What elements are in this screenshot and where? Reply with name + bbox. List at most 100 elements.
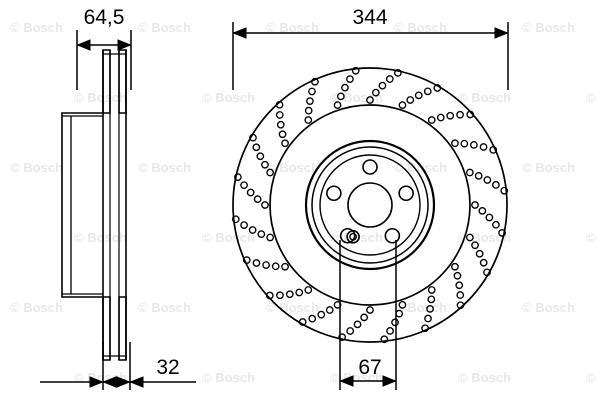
watermark-text: © Bosch	[10, 160, 63, 175]
watermark-text: © Bosch	[10, 300, 63, 315]
cooling-drill-hole	[394, 69, 402, 77]
cooling-drill-hole	[266, 233, 275, 242]
cooling-drill-hole	[366, 306, 374, 314]
cooling-drill-hole	[485, 213, 494, 222]
cooling-drill-hole	[451, 139, 459, 148]
dimension-thickness-overall: 64,5	[76, 6, 132, 90]
cooling-drill-hole	[456, 291, 465, 299]
cooling-drill-hole	[240, 221, 248, 229]
cooling-drill-hole	[460, 139, 469, 148]
watermark-text: © Bosch	[522, 20, 575, 35]
watermark-text: © Bosch	[202, 370, 255, 385]
watermark-text: © Bosch	[586, 230, 600, 245]
cooling-drill-hole	[308, 314, 317, 323]
dimension-annotations: 64,5 32 344 67	[40, 6, 509, 390]
cooling-drill-hole	[275, 100, 284, 109]
cooling-drill-hole	[371, 88, 380, 97]
cooling-drill-hole	[471, 241, 479, 250]
dimension-friction-ring-thickness: 32	[40, 342, 196, 390]
cooling-drill-hole	[252, 143, 261, 152]
cooling-drill-hole	[261, 201, 269, 209]
watermark-text: © Bosch	[138, 160, 191, 175]
dimension-outer-diameter: 344	[232, 6, 509, 90]
cooling-drill-hole	[278, 130, 287, 139]
bolt-hole	[339, 227, 356, 244]
cooling-drill-hole	[285, 290, 294, 299]
watermark-text: © Bosch	[522, 160, 575, 175]
bolt-hole	[326, 185, 342, 202]
cooling-drill-hole	[346, 75, 354, 83]
cooling-drill-hole	[234, 173, 242, 181]
dimension-label-thickness-overall: 64,5	[84, 6, 125, 29]
cooling-drill-hole	[249, 133, 257, 142]
cooling-drill-hole	[470, 141, 478, 149]
cooling-drill-hole	[360, 313, 369, 322]
cooling-drill-hole	[456, 110, 464, 119]
dimension-label-centre-bore: 67	[358, 356, 381, 379]
cooling-drill-hole	[483, 268, 491, 277]
cooling-drill-hole	[281, 262, 289, 271]
cooling-drill-hole	[231, 215, 240, 224]
cooling-drill-hole	[436, 113, 445, 122]
watermark-text: © Bosch	[266, 300, 319, 315]
side-view-profile	[61, 49, 127, 361]
cooling-drill-hole	[276, 291, 284, 300]
cooling-drill-hole	[398, 300, 407, 309]
locating-pin-inner	[349, 232, 357, 241]
watermark-text: © Bosch	[202, 90, 255, 105]
cooling-drill-hole	[265, 291, 274, 300]
cooling-drill-hole	[246, 188, 255, 197]
watermark-text: © Bosch	[586, 370, 600, 385]
cooling-drill-hole	[317, 310, 326, 319]
cooling-drill-hole	[257, 230, 266, 239]
hub-outer-circle	[304, 139, 436, 271]
cooling-drill-hole	[474, 171, 483, 180]
dimension-centre-bore: 67	[339, 240, 397, 390]
watermark-text: © Bosch	[10, 20, 63, 35]
cooling-drill-hole	[266, 168, 275, 177]
watermark-text: © Bosch	[138, 300, 191, 315]
watermark-text: © Bosch	[138, 20, 191, 35]
cooling-drill-hole	[248, 226, 257, 234]
cooling-drill-hole	[306, 97, 314, 105]
cooling-drill-hole	[427, 116, 436, 124]
cooling-drill-hole	[308, 87, 316, 96]
cooling-drill-hole	[479, 143, 488, 151]
cooling-drill-hole	[325, 306, 334, 314]
dimension-label-friction-ring-thickness: 32	[156, 356, 179, 379]
cooling-drill-hole	[304, 286, 313, 294]
cooling-drill-hole	[421, 324, 429, 333]
bolt-hole	[362, 159, 378, 175]
cooling-drill-hole	[465, 168, 474, 177]
cooling-drill-hole	[298, 318, 307, 326]
cooling-drill-hole	[391, 318, 399, 327]
cooling-drill-hole	[446, 111, 455, 120]
watermark-text: © Bosch	[586, 90, 600, 105]
cooling-drill-hole	[240, 181, 248, 190]
watermark-text: © Bosch	[74, 230, 127, 245]
cooling-drill-hole	[275, 111, 284, 119]
cooling-drill-hole	[465, 233, 474, 242]
bolt-hole	[398, 185, 414, 202]
hub-inner-circle	[311, 146, 429, 264]
watermark-text: © Bosch	[202, 230, 255, 245]
disc-hat-outline	[61, 112, 103, 298]
cooling-drill-hole	[338, 333, 346, 341]
cooling-drill-hole	[336, 92, 345, 101]
watermark-text: © Bosch	[394, 160, 447, 175]
cooling-drill-hole	[414, 91, 423, 100]
cooling-drill-hole	[242, 256, 251, 264]
cooling-drill-hole	[433, 84, 442, 92]
cooling-drill-hole	[311, 77, 319, 86]
cooling-drill-hole	[455, 281, 464, 290]
cooling-drill-hole	[281, 139, 289, 148]
cooling-drill-hole	[261, 160, 269, 169]
cooling-drill-hole	[423, 87, 432, 96]
hub-plate-circle	[319, 154, 421, 256]
watermark-text: © Bosch	[522, 300, 575, 315]
cooling-drill-hole	[304, 116, 313, 124]
cooling-drill-hole	[333, 101, 342, 110]
